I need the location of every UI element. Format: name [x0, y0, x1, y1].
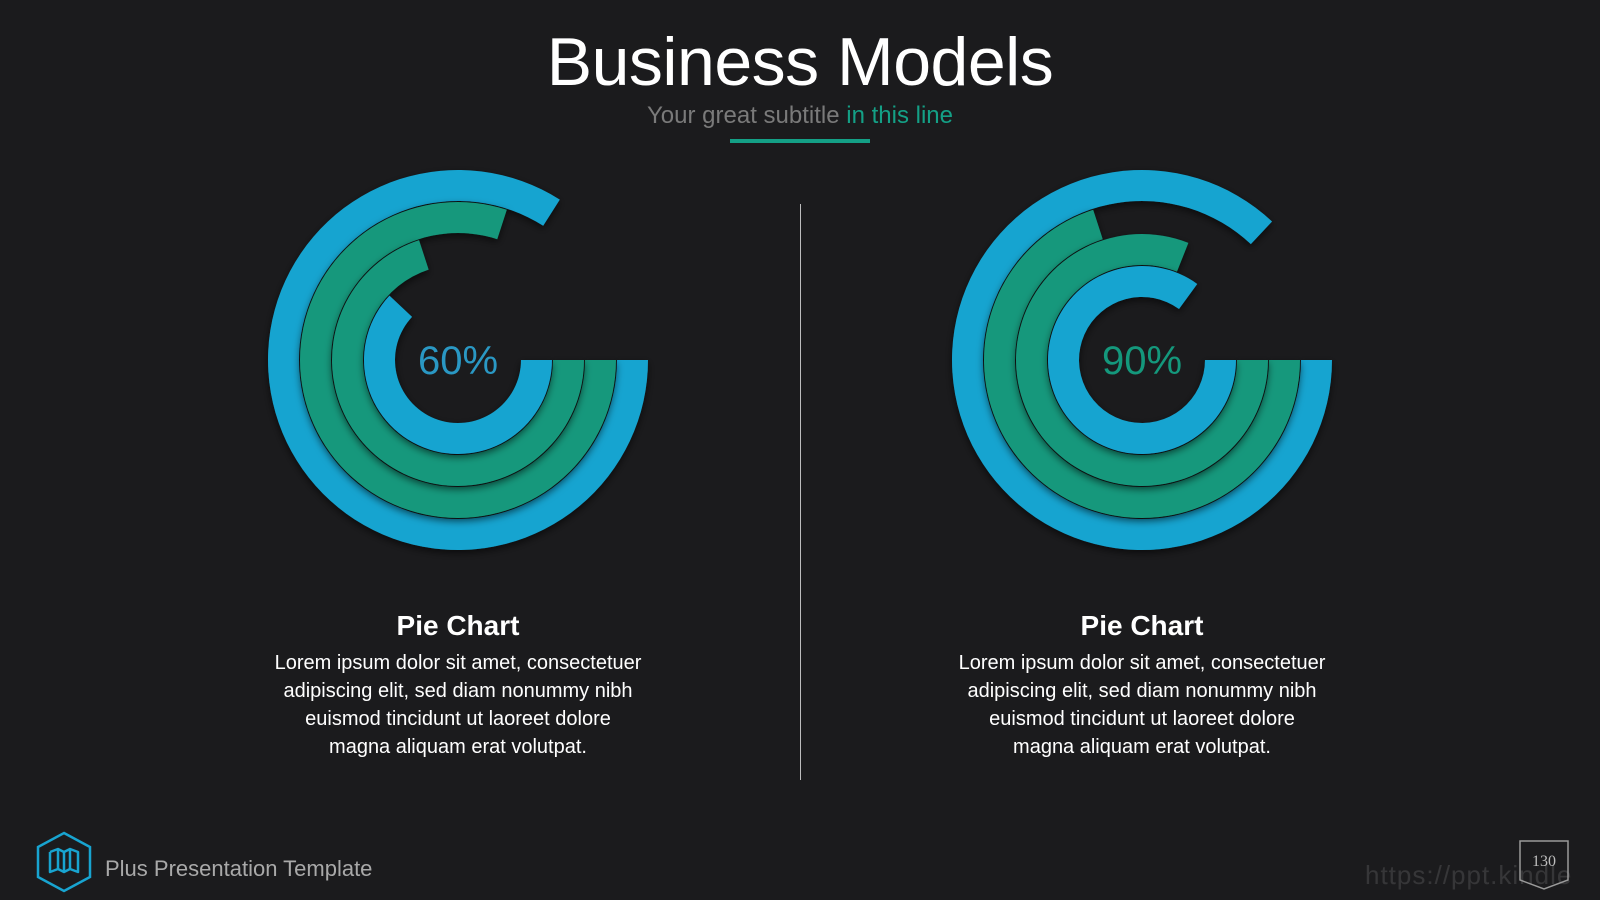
panel-heading-right: Pie Chart: [1080, 610, 1204, 641]
slide-subtitle: Your great subtitle in this line: [0, 100, 1600, 132]
subtitle-lead: Your great subtitle: [647, 102, 840, 129]
panel-body-left: Lorem ipsum dolor sit amet, consectetuer…: [274, 652, 642, 758]
center-percent-label: 90%: [1102, 339, 1182, 383]
center-percent-label: 60%: [418, 339, 498, 383]
page-number: 130: [1532, 853, 1556, 870]
ring-arc-4: [363, 295, 552, 454]
panel-heading-left: Pie Chart: [396, 610, 520, 641]
template-name: Plus Presentation Template: [105, 856, 373, 881]
slide-title: Business Models: [546, 24, 1054, 100]
ring-arc-4: [1048, 266, 1236, 454]
pie-chart-right: 90%: [952, 169, 1332, 550]
watermark-text: https://ppt.kindle: [1365, 860, 1573, 890]
pie-chart-left: 60%: [268, 170, 648, 550]
map-icon: [36, 831, 92, 893]
panel-body-right: Lorem ipsum dolor sit amet, consectetuer…: [958, 652, 1326, 758]
subtitle-accent: in this line: [846, 102, 953, 129]
page-badge: [1519, 840, 1569, 890]
center-divider: [800, 204, 801, 780]
title-underline: [730, 139, 870, 143]
